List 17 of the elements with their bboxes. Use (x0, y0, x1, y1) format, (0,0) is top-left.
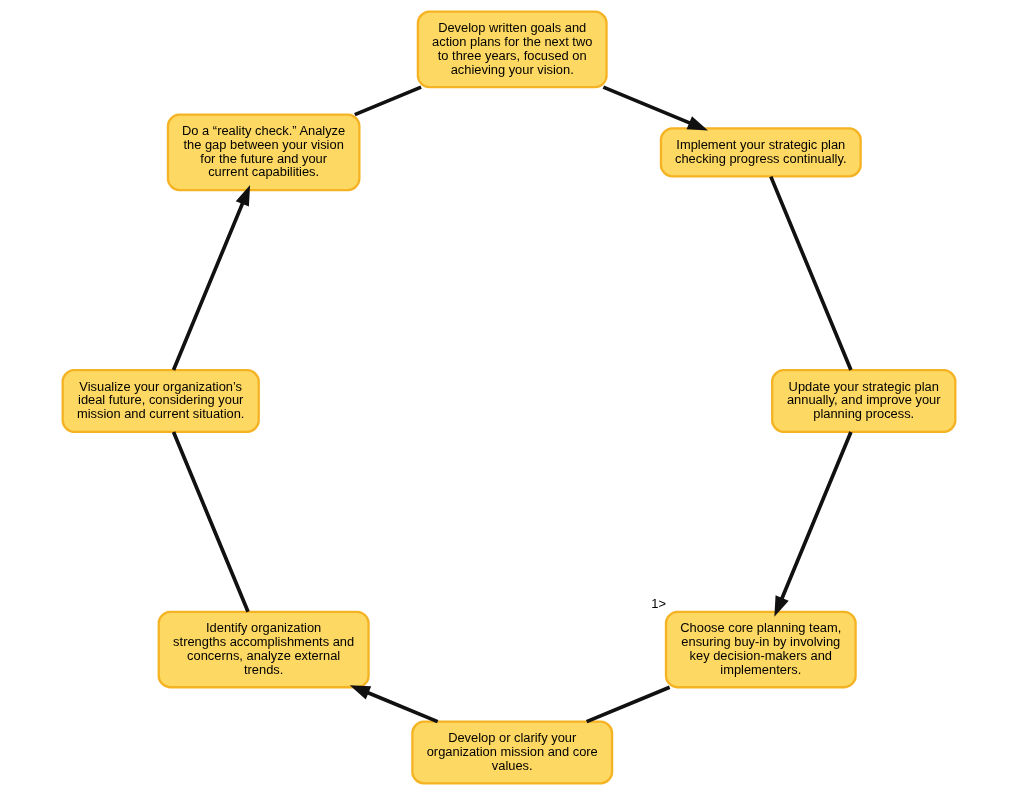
connector (585, 685, 670, 724)
node-box: Do a “reality check.” Analyze the gap between your vision for the future and your current capabilities. (166, 113, 360, 192)
connector (171, 431, 250, 613)
node-box: Develop or clarify your organization mission and core values. (410, 720, 613, 785)
node-box: Visualize your organization’s ideal future, considering your mission and current situation. (61, 368, 260, 433)
node-box: Update your strategic plan annually, and improve your planning process. (770, 368, 956, 433)
arrow (602, 85, 708, 131)
node-box: Identify organization strengths accomplishments and concerns, analyze external trends. (157, 610, 370, 689)
arrow (773, 431, 853, 617)
node-label: 1> (650, 596, 666, 612)
arrow (349, 685, 438, 724)
connector (768, 175, 853, 371)
arrow (171, 185, 250, 371)
node-box: Implement your strategic plan checking progress continually. (659, 127, 862, 178)
node-box: Develop written goals and action plans for the next two to three years, focused on achieving your vision. (416, 10, 608, 89)
node-box: Choose core planning team, ensuring buy-in by involving key decision-makers and implementers. (664, 610, 857, 689)
connector (353, 85, 422, 117)
